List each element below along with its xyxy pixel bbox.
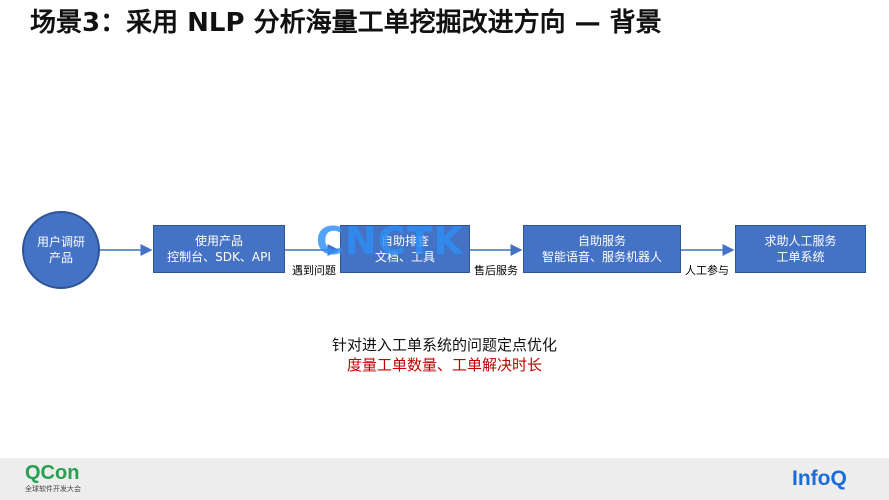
- step-self-troubleshoot: 自助排查 文档、工具: [340, 225, 470, 273]
- watermark: CNCTK: [316, 219, 464, 263]
- footer-bar: [0, 458, 889, 500]
- step-4-line2: 工单系统: [776, 250, 825, 264]
- infoq-logo: InfoQ: [792, 467, 847, 490]
- qcon-subtitle: 全球软件开发大会: [25, 485, 81, 493]
- arrow-label-encounter-problem: 遇到问题: [292, 264, 336, 277]
- step-human-service: 求助人工服务 工单系统: [735, 225, 866, 273]
- summary-line-2: 度量工单数量、工单解决时长: [346, 356, 542, 374]
- arrow-label-after-sales: 售后服务: [474, 264, 518, 277]
- step-1-line1: 使用产品: [194, 234, 243, 248]
- slide-title: 场景3：采用 NLP 分析海量工单挖掘改进方向 — 背景: [30, 8, 662, 38]
- step-4-line1: 求助人工服务: [764, 234, 837, 248]
- start-node-user-research: 用户调研 产品: [22, 211, 100, 289]
- step-3-line2: 智能语音、服务机器人: [541, 250, 662, 264]
- step-3-line1: 自助服务: [577, 234, 626, 248]
- step-1-line2: 控制台、SDK、API: [167, 250, 271, 264]
- summary-line-1: 针对进入工单系统的问题定点优化: [331, 336, 557, 354]
- step-2-line1: 自助排查: [380, 234, 429, 248]
- step-self-service: 自助服务 智能语音、服务机器人: [523, 225, 681, 273]
- qcon-logo: QCon: [25, 462, 80, 484]
- start-node-line1: 用户调研: [36, 235, 85, 249]
- step-2-line2: 文档、工具: [374, 250, 435, 264]
- step-use-product: 使用产品 控制台、SDK、API: [153, 225, 285, 273]
- start-node-line2: 产品: [48, 251, 73, 265]
- arrow-label-human-involvement: 人工参与: [685, 264, 729, 277]
